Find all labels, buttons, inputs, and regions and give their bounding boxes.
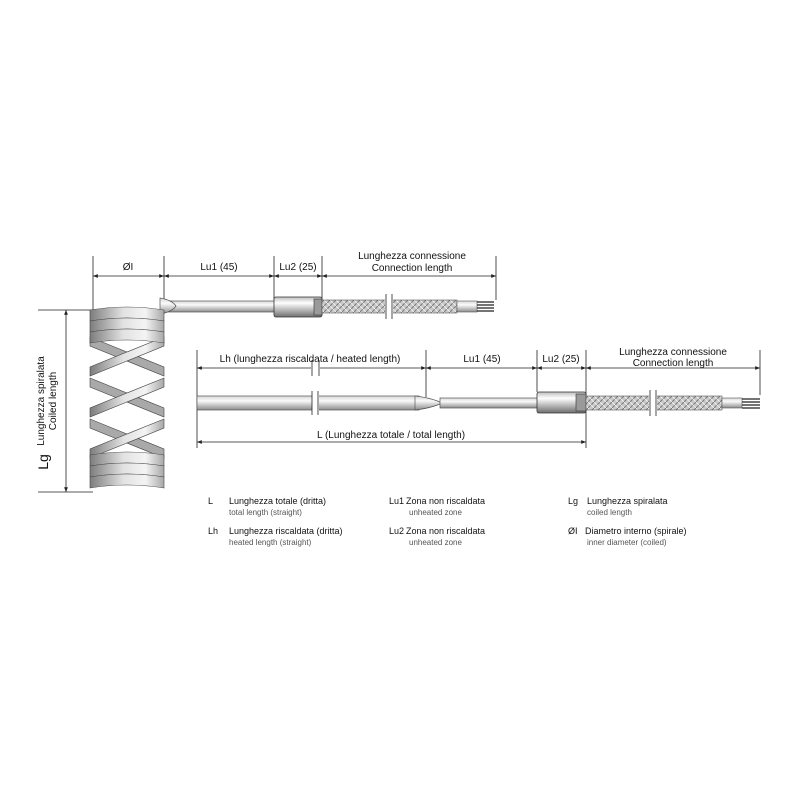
dim-lu1-bottom-label: Lu1 (45) — [463, 354, 500, 365]
coil-turn — [89, 328, 165, 344]
conn-length-top-it: Lunghezza connessione — [358, 251, 466, 262]
top-unheated-tube — [165, 300, 277, 313]
bottom-assembly: Lh (lunghezza riscaldata / heated length… — [196, 347, 761, 448]
coil: Lunghezza spiralata Coiled length Lg — [35, 306, 165, 493]
dim-total-label: L (Lunghezza totale / total length) — [317, 430, 465, 441]
coil-label-en: Coiled length — [48, 372, 59, 430]
heated-tube-taper — [414, 395, 443, 411]
coil-label-it: Lunghezza spiralata — [36, 356, 47, 446]
dim-lu2-bottom-label: Lu2 (25) — [542, 354, 579, 365]
top-assembly: ØI Lu1 (45) Lu2 (25) Lunghezza connessio… — [92, 251, 497, 319]
unheated-tube — [439, 397, 540, 409]
coil-symbol-lg: Lg — [35, 454, 51, 470]
dim-lh-label: Lh (lunghezza riscaldata / heated length… — [220, 354, 401, 365]
dim-oi-label: ØI — [123, 262, 134, 273]
conn-length-bottom-en: Connection length — [633, 358, 714, 369]
heated-tube — [196, 395, 420, 411]
conn-length-top-en: Connection length — [372, 263, 453, 274]
dim-lu1-top-label: Lu1 (45) — [200, 262, 237, 273]
conn-length-bottom-it: Lunghezza connessione — [619, 347, 727, 358]
dim-lu2-top-label: Lu2 (25) — [279, 262, 316, 273]
coil-turn — [89, 473, 165, 489]
